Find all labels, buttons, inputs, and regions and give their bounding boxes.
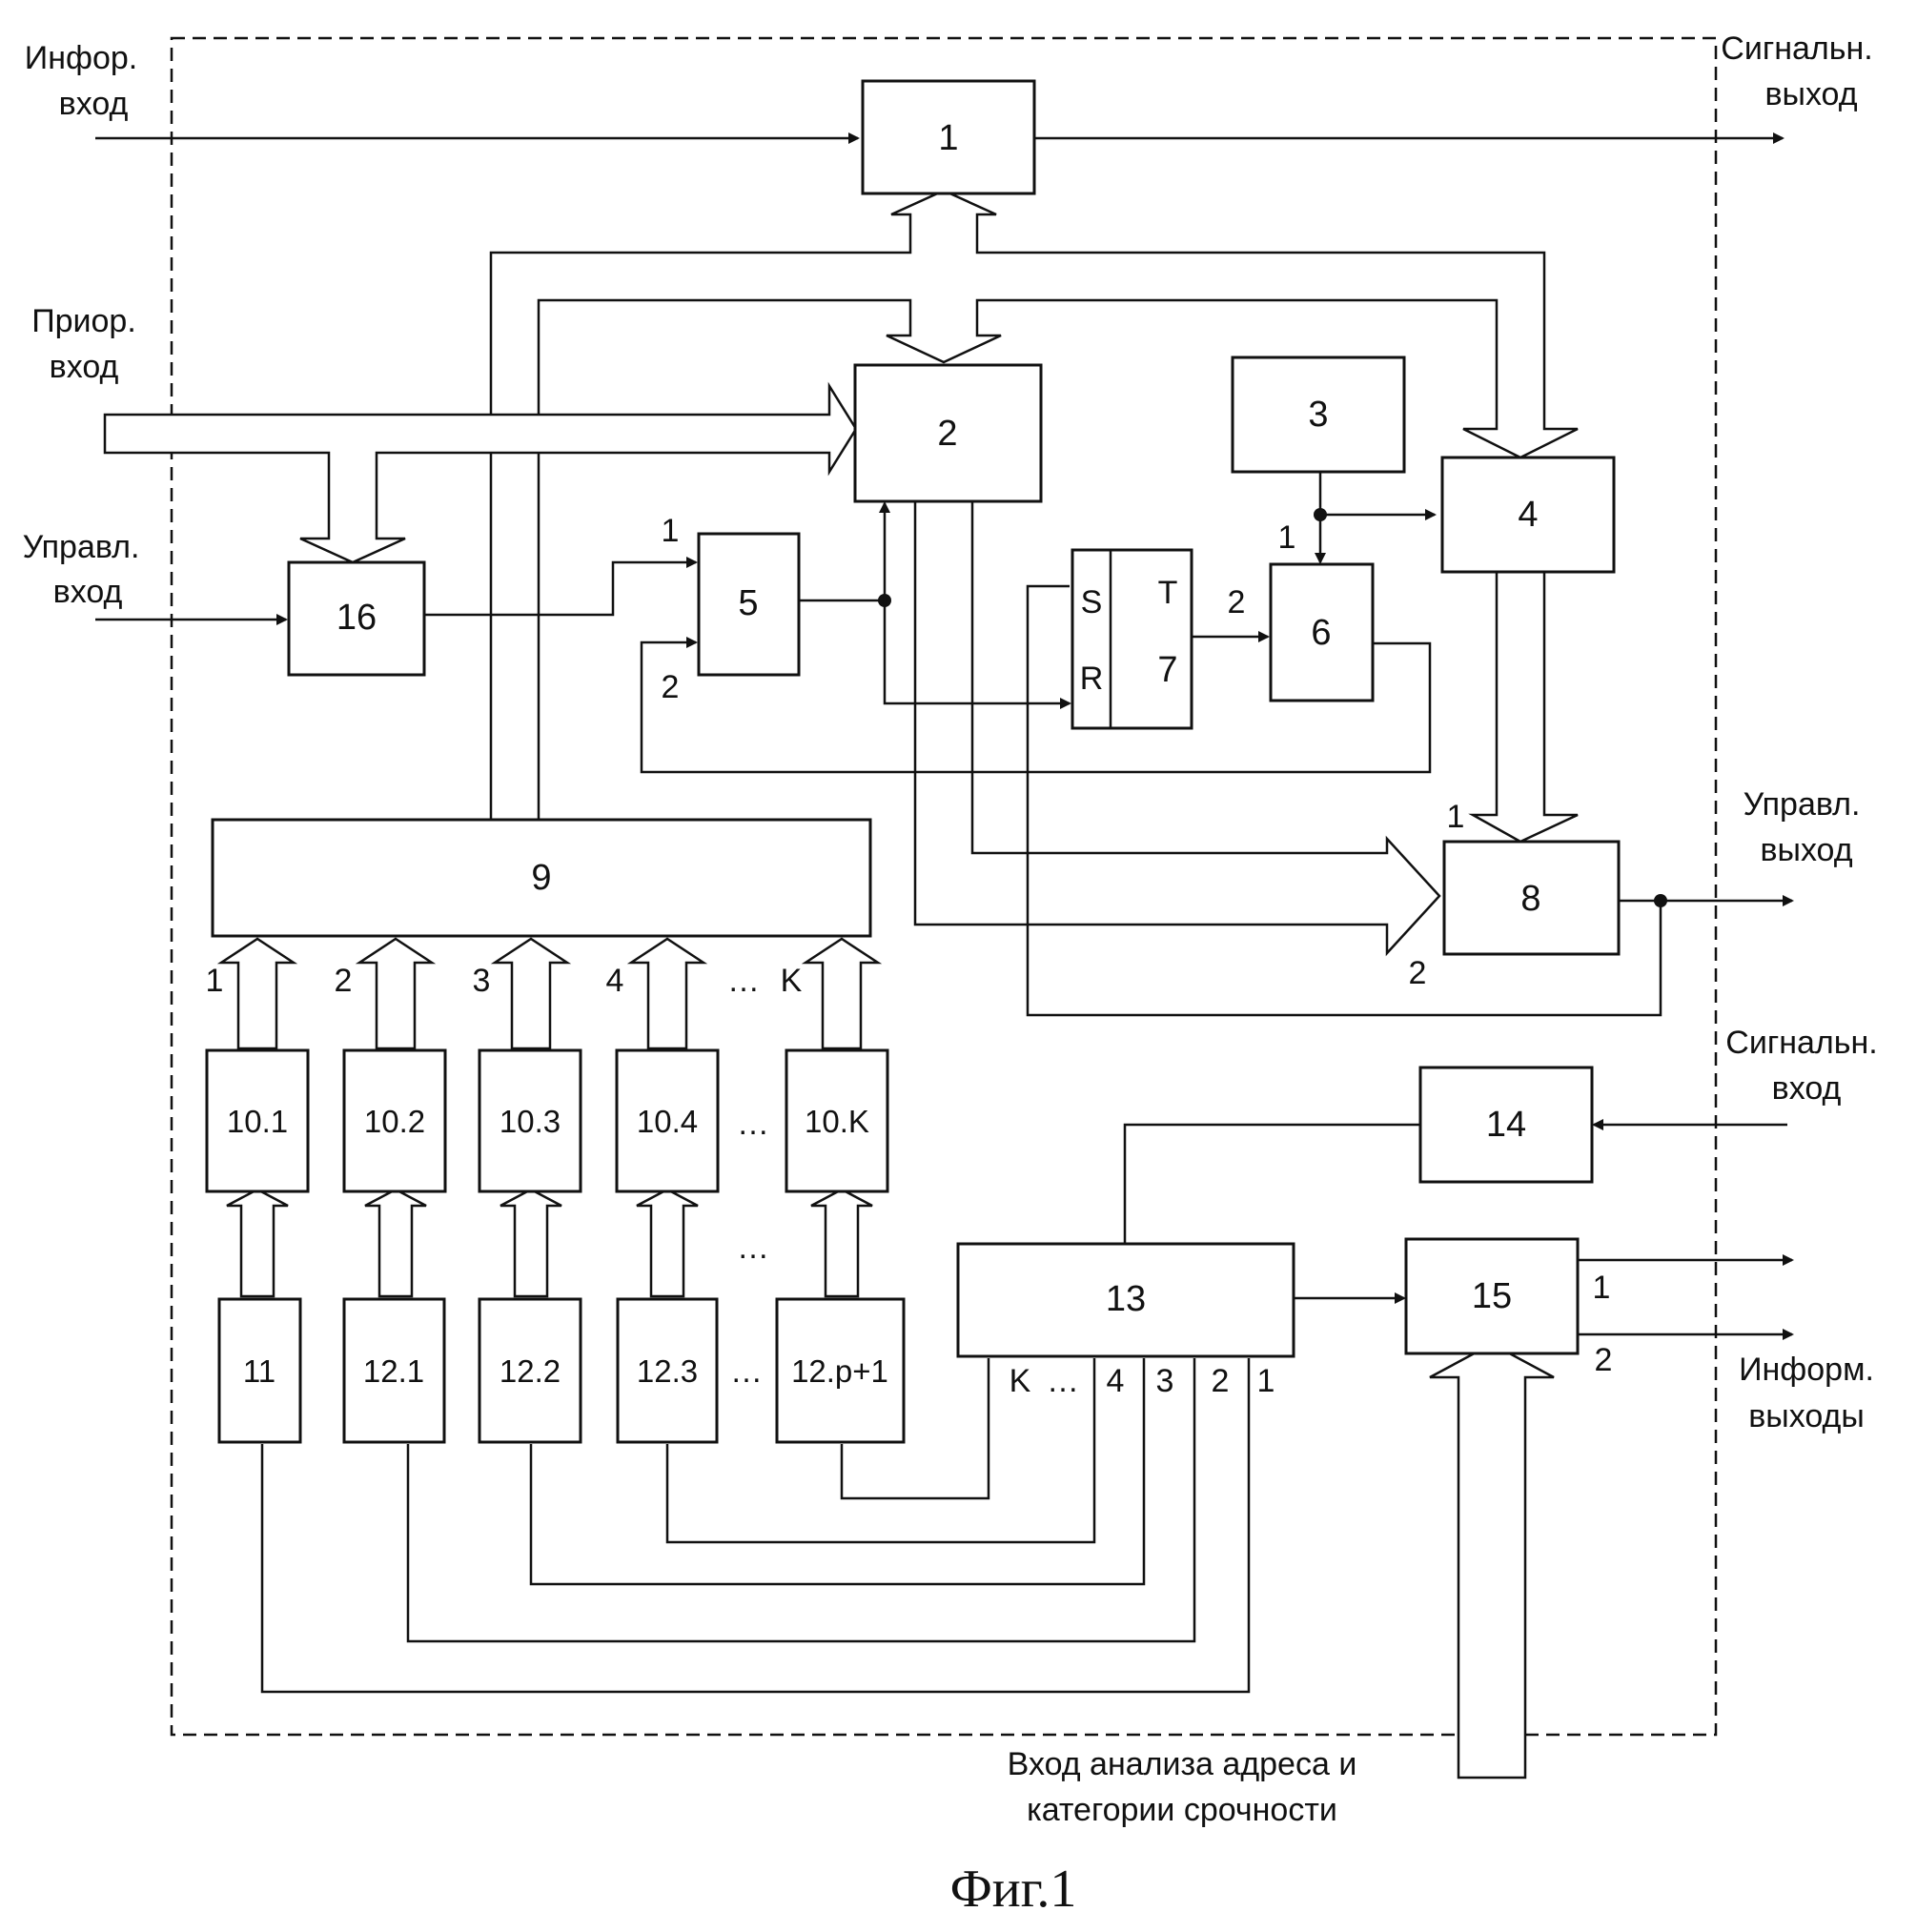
port-9-3: 3: [473, 963, 491, 999]
line-16-to-5: [424, 562, 696, 615]
bus-12-3-to-10-4: [637, 1190, 698, 1296]
block-12-2-label: 12.2: [500, 1353, 561, 1389]
address-input-label-1: Вход анализа адреса и: [1008, 1746, 1357, 1782]
block-10-3-label: 10.3: [500, 1104, 561, 1139]
port-6-1: 1: [1278, 519, 1296, 556]
bus-11-to-10-1: [227, 1190, 288, 1296]
block-13-label: 13: [1106, 1279, 1146, 1319]
port-15-1: 1: [1593, 1270, 1611, 1306]
block-3-label: 3: [1308, 395, 1328, 435]
block-10-2-label: 10.2: [364, 1104, 425, 1139]
signal-output-label-2: выход: [1764, 76, 1857, 112]
block-10-4-label: 10.4: [637, 1104, 698, 1139]
signal-input-label-1: Сигнальн.: [1725, 1025, 1877, 1061]
line-14-to-13: [1125, 1125, 1420, 1244]
block-16-label: 16: [336, 598, 377, 638]
block-14-label: 14: [1486, 1105, 1526, 1145]
info-input-label-1: Инфор.: [25, 40, 137, 76]
bus-10-4-to-9: [631, 939, 704, 1048]
block-15-label: 15: [1472, 1276, 1512, 1316]
bus-12-p1-to-10-k: [811, 1190, 872, 1296]
line-5-to-7r: [885, 600, 1070, 703]
port-8-1: 1: [1447, 799, 1465, 835]
port-13-3: 3: [1156, 1363, 1174, 1399]
port-9-dots: …: [727, 963, 760, 999]
block-4-label: 4: [1518, 495, 1538, 535]
control-input-label-1: Управл.: [23, 529, 140, 565]
block-12-p1-label: 12.p+1: [791, 1353, 888, 1389]
bus-4-to-8: [1473, 572, 1578, 842]
block-1-label: 1: [938, 118, 958, 158]
info-outputs-label-1: Информ.: [1739, 1352, 1874, 1388]
port-13-k: K: [1009, 1363, 1031, 1399]
priority-input-label-2: вход: [50, 349, 119, 385]
block-10-k-label: 10.K: [805, 1104, 869, 1139]
block-2-label: 2: [937, 414, 957, 454]
port-8-2: 2: [1409, 955, 1427, 991]
block-12-3-label: 12.3: [637, 1353, 698, 1389]
block-11-label: 11: [243, 1353, 275, 1389]
info-input-label-2: вход: [59, 86, 129, 122]
block-7-s-label: S: [1081, 584, 1103, 620]
control-output-label-2: выход: [1760, 832, 1852, 868]
bus-12-2-to-10-3: [500, 1190, 561, 1296]
address-input-label-2: категории срочности: [1027, 1792, 1337, 1828]
port-9-4: 4: [606, 963, 624, 999]
port-13-dots: …: [1047, 1363, 1079, 1399]
bus-10-1-to-9: [221, 939, 294, 1048]
signal-input-label-2: вход: [1772, 1070, 1842, 1107]
port-9-2: 2: [335, 963, 353, 999]
block-12-1-label: 12.1: [363, 1353, 424, 1389]
port-13-1: 1: [1257, 1363, 1275, 1399]
control-input-label-2: вход: [53, 574, 123, 610]
port-9-k: K: [781, 963, 803, 999]
address-input-bus: [1430, 1344, 1554, 1778]
dots-10: …: [737, 1106, 769, 1142]
port-15-2: 2: [1595, 1342, 1613, 1378]
bus-10-2-to-9: [359, 939, 432, 1048]
block-8-label: 8: [1520, 879, 1540, 919]
bus-9-to-1-2-4: [491, 191, 1578, 820]
bus-10-k-to-9: [806, 939, 878, 1048]
bus-10-3-to-9: [495, 939, 567, 1048]
port-13-2: 2: [1212, 1363, 1230, 1399]
dots-12-mid: …: [737, 1230, 769, 1266]
port-6-2: 2: [1228, 584, 1246, 620]
bus-12-1-to-10-2: [365, 1190, 426, 1296]
signal-output-label-1: Сигнальн.: [1721, 31, 1872, 67]
block-7-label: 7: [1157, 650, 1177, 690]
block-6-label: 6: [1311, 613, 1331, 653]
port-13-4: 4: [1107, 1363, 1125, 1399]
dots-12: …: [730, 1353, 763, 1390]
block-7-r-label: R: [1080, 661, 1104, 697]
port-9-1: 1: [206, 963, 224, 999]
priority-input-label-1: Приор.: [31, 303, 136, 339]
port-5-2: 2: [662, 669, 680, 705]
block-10-1-label: 10.1: [227, 1104, 288, 1139]
control-output-label-1: Управл.: [1744, 786, 1861, 823]
figure-caption: Фиг.1: [950, 1860, 1077, 1919]
port-5-1: 1: [662, 513, 680, 549]
block-7-t-label: T: [1158, 575, 1178, 611]
block-5-label: 5: [738, 583, 758, 623]
block-9-label: 9: [531, 858, 551, 898]
info-outputs-label-2: выходы: [1748, 1398, 1865, 1434]
